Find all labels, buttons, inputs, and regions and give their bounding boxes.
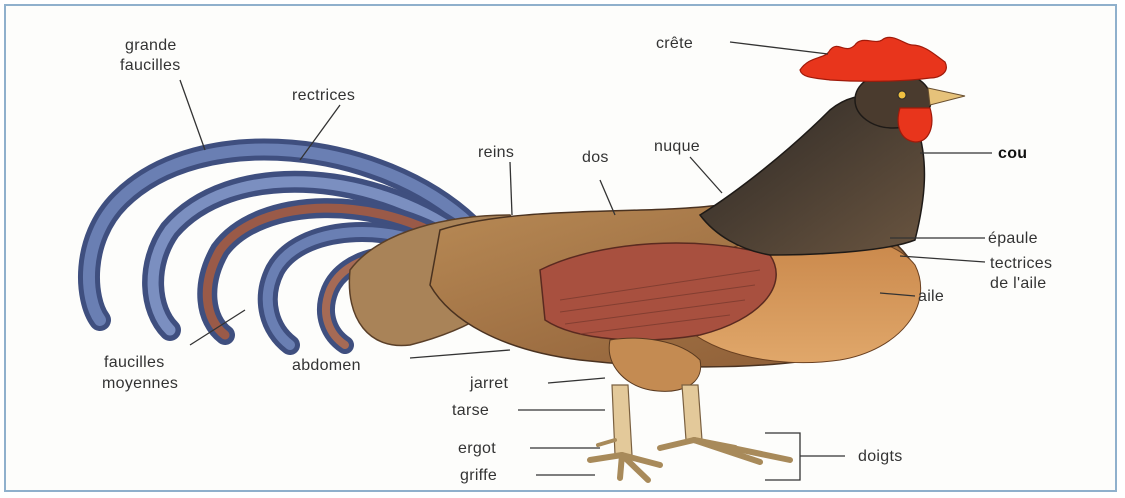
label-faucilles-moyennes-line2: moyennes (102, 375, 178, 392)
label-epaule: épaule (988, 230, 1038, 247)
eye (898, 91, 906, 99)
beak (928, 88, 965, 105)
comb (800, 37, 946, 81)
label-reins: reins (478, 144, 514, 161)
label-jarret: jarret (469, 375, 509, 392)
label-doigts: doigts (858, 448, 903, 465)
spur (598, 440, 615, 445)
label-griffe: griffe (460, 467, 497, 484)
rooster-illustration (89, 37, 965, 480)
label-grande-faucilles-line1: grande (125, 37, 177, 54)
label-faucilles-moyennes-line1: faucilles (104, 354, 165, 371)
label-crete: crête (656, 35, 693, 52)
label-tectrices-line1: tectrices (990, 255, 1052, 272)
legs (612, 385, 702, 455)
label-tectrices-line2: de l'aile (990, 275, 1046, 292)
label-nuque: nuque (654, 138, 700, 155)
label-cou: cou (998, 145, 1027, 162)
label-dos: dos (582, 149, 609, 166)
label-aile: aile (918, 288, 944, 305)
label-tarse: tarse (452, 402, 489, 419)
label-ergot: ergot (458, 440, 496, 457)
label-rectrices: rectrices (292, 87, 355, 104)
label-grande-faucilles-line2: faucilles (120, 57, 181, 74)
label-abdomen: abdomen (292, 357, 361, 374)
